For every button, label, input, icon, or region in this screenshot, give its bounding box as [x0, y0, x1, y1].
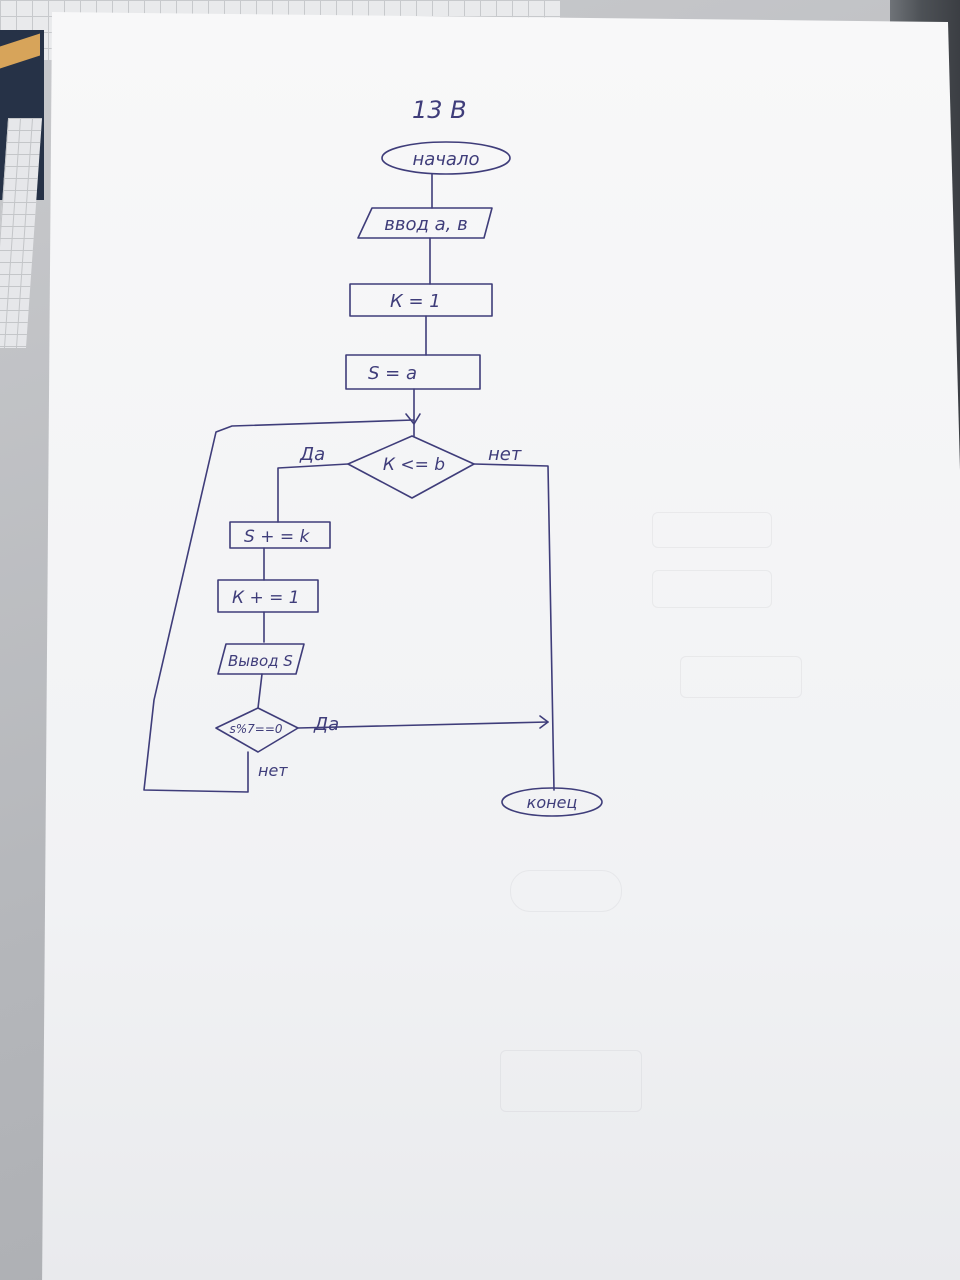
add-block	[229, 521, 331, 549]
yes-mod-label: Да	[313, 714, 339, 735]
connector	[257, 673, 263, 709]
page-number: 13 В	[412, 96, 467, 124]
init-s-block	[345, 354, 481, 390]
ghost-shape	[510, 870, 622, 912]
no-mod-label: нет	[258, 761, 288, 780]
paper-sheet	[42, 12, 960, 1280]
end-label: конец	[527, 793, 578, 812]
ghost-shape	[652, 512, 772, 548]
init-k-block	[349, 283, 493, 317]
output-label: Вывод S	[228, 652, 293, 670]
end-terminator	[501, 787, 603, 817]
condition-mod-label: s%7==0	[229, 722, 282, 736]
start-terminator	[381, 141, 511, 175]
yes-main-label: Да	[299, 444, 325, 465]
yes-branch-line	[277, 463, 349, 523]
start-label: начало	[413, 149, 480, 170]
output-block	[217, 643, 305, 675]
yes-mod-line	[297, 721, 549, 729]
add-label: S + = k	[244, 527, 310, 547]
increment-block	[217, 579, 319, 613]
arrow-head	[539, 715, 549, 729]
increment-label: К + = 1	[232, 588, 300, 608]
no-main-label: нет	[488, 444, 522, 465]
condition-main	[347, 435, 475, 499]
input-block	[357, 207, 493, 239]
input-label: ввод а, в	[384, 214, 467, 235]
loop-back-line	[143, 419, 415, 793]
condition-mod	[215, 707, 299, 753]
no-branch-line	[473, 463, 555, 791]
ghost-shape	[680, 656, 802, 698]
ghost-shape	[500, 1050, 642, 1112]
init-k-label: К = 1	[390, 291, 441, 312]
ghost-shape	[652, 570, 772, 608]
arrow-head	[405, 413, 421, 425]
condition-main-label: К <= b	[383, 455, 445, 475]
init-s-label: S = a	[368, 363, 417, 384]
